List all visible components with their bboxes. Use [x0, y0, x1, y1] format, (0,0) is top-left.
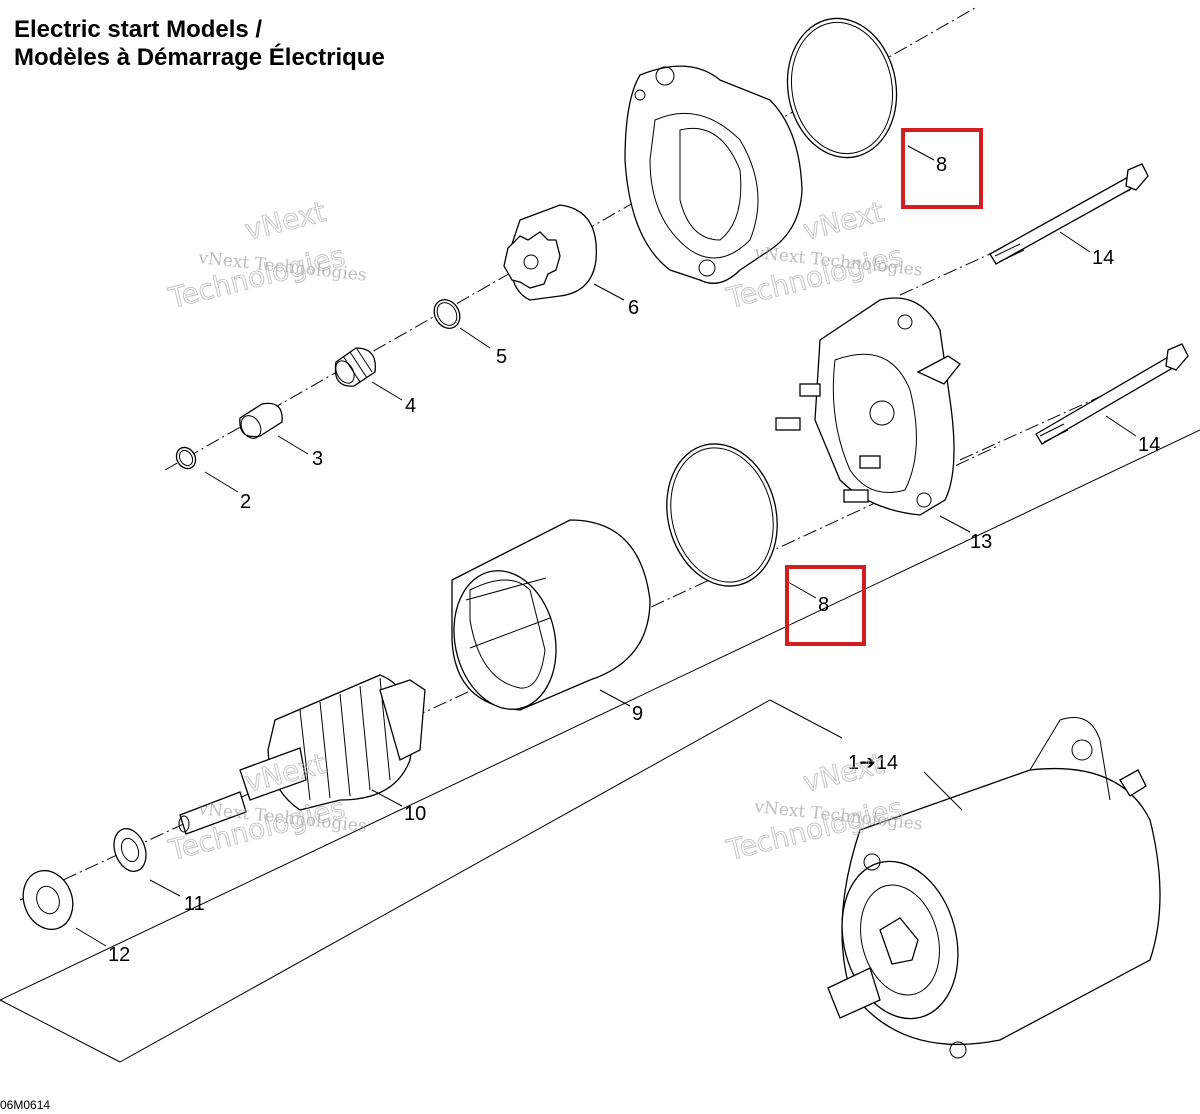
frame-top-edge	[0, 429, 1200, 1001]
diagram-code: 06M0614	[0, 1098, 51, 1112]
leader-8b	[787, 581, 817, 599]
callout-3: 3	[312, 448, 323, 470]
callout-10: 10	[404, 803, 426, 825]
watermark-4-word1: vNext	[800, 747, 887, 799]
watermark-2-word1: vNext	[800, 195, 887, 247]
part-4-drive-spring	[334, 347, 377, 387]
frame-bottom-edge	[119, 699, 771, 1063]
leader-8a	[907, 145, 935, 161]
leader-2	[204, 471, 239, 493]
part-8-oring-lower	[666, 443, 778, 587]
callout-2: 2	[240, 491, 251, 513]
drive-end-housing	[624, 65, 803, 284]
callout-12: 12	[108, 944, 130, 966]
callout-14-upper: 14	[1092, 247, 1114, 269]
part-8-oring-upper	[786, 17, 898, 159]
part-5-circlip	[433, 299, 461, 329]
leader-3	[277, 435, 309, 455]
leader-5	[459, 327, 491, 349]
part-12-washer	[22, 869, 74, 931]
leader-assembly	[769, 699, 843, 739]
callout-14-lower: 14	[1138, 434, 1160, 456]
callout-assembly: 1➔14	[848, 752, 898, 774]
part-13-brush-holder-housing	[775, 297, 961, 516]
diagram-title-line-2: Modèles à Démarrage Électrique	[14, 44, 385, 71]
callout-6: 6	[628, 297, 639, 319]
part-3-bushing	[239, 402, 283, 439]
callout-9: 9	[632, 703, 643, 725]
part-6-drive-pinion	[503, 204, 598, 301]
leader-10	[371, 789, 403, 807]
leader-assembly-2	[923, 771, 963, 811]
highlight-box-8-upper	[901, 128, 983, 209]
part-9-yoke-housing	[451, 519, 651, 711]
part-11-lock-washer	[113, 828, 147, 872]
highlight-box-8-lower	[785, 565, 866, 646]
watermark-3-word2: Technologies	[165, 791, 348, 867]
callout-5: 5	[496, 346, 507, 368]
callout-8-lower: 8	[818, 594, 829, 616]
leader-14a	[1059, 231, 1091, 253]
starter-assembly-complete	[827, 717, 1161, 1059]
callout-13: 13	[970, 531, 992, 553]
part-14-through-bolt-lower	[1035, 343, 1189, 445]
watermark-1-word1: vNext	[242, 195, 329, 247]
part-10-armature	[178, 674, 426, 835]
leader-14b	[1105, 415, 1137, 437]
watermark-1-word2: Technologies	[165, 239, 348, 315]
leader-13	[939, 515, 971, 533]
callout-11: 11	[184, 893, 205, 915]
part-14-through-bolt-upper	[989, 163, 1149, 265]
leader-9	[599, 689, 631, 707]
part-2-retaining-ring	[175, 446, 197, 470]
leader-11	[149, 879, 181, 897]
leader-4	[371, 381, 403, 401]
callout-8-upper: 8	[936, 154, 947, 176]
leader-6	[593, 283, 625, 301]
diagram-title-line-1: Electric start Models /	[14, 16, 263, 43]
leader-12	[75, 927, 107, 947]
callout-4: 4	[405, 395, 416, 417]
watermark-1: vNext Technologies vNext Technologies	[164, 194, 367, 315]
frame-left-edge	[0, 999, 121, 1063]
